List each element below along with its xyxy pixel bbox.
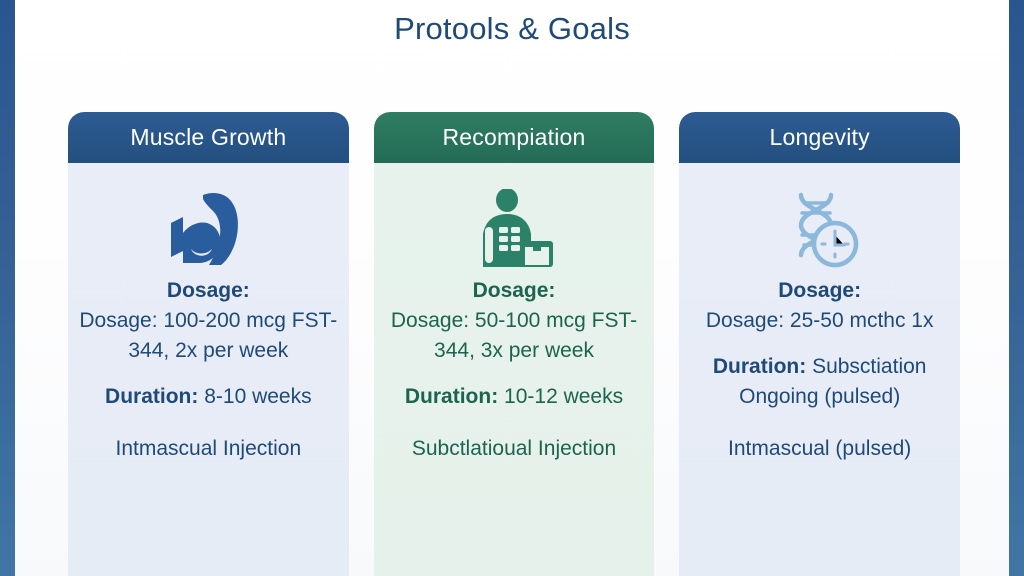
spacer [78, 366, 339, 382]
card-text-longevity: Dosage: Dosage: 25-50 mcthc 1x Duration:… [679, 276, 960, 464]
duration-value: Subsctiation Ongoing (pulsed) [739, 355, 927, 408]
protocol-card-group: Muscle Growth Dosage: Dosage: 100-200 mc… [68, 112, 961, 576]
route-text: Intmascual Injection [115, 437, 302, 460]
duration-label: Duration: [404, 385, 499, 408]
dosage-heading: Dosage: [166, 279, 250, 302]
duration-label: Duration: [105, 385, 199, 408]
dosage-heading: Dosage: [778, 279, 862, 302]
spacer [78, 412, 339, 434]
card-header-muscle-growth: Muscle Growth [68, 112, 349, 163]
dna-clock-icon [777, 181, 863, 276]
torso-abs-briefcase-icon [471, 181, 557, 276]
protocol-card-muscle-growth[interactable]: Muscle Growth Dosage: Dosage: 100-200 mc… [68, 112, 349, 576]
card-header-recompiation: Recompiation [373, 112, 655, 163]
duration-label: Duration: [712, 355, 807, 378]
dosage-heading: Dosage: [472, 279, 556, 302]
duration-line: Duration: 8-10 weeks [78, 382, 339, 412]
spacer [384, 412, 645, 434]
flexed-biceps-icon [165, 181, 251, 276]
route-text: Intmascual (pulsed) [728, 437, 912, 460]
dosage-text: Dosage: 50-100 mcg FST-344, 3x per week [390, 309, 638, 362]
duration-line: Duration: Subsctiation Ongoing (pulsed) [689, 352, 950, 412]
route-text: Subctlatioual Injection [411, 437, 617, 460]
protocol-card-longevity[interactable]: Longevity [679, 112, 961, 576]
duration-line: Duration: 10-12 weeks [384, 382, 645, 412]
left-accent-bar [0, 0, 15, 576]
right-accent-bar [1009, 0, 1024, 576]
dosage-text: Dosage: 100-200 mcg FST-344, 2x per week [79, 309, 338, 362]
card-header-longevity: Longevity [679, 112, 961, 163]
card-text-muscle-growth: Dosage: Dosage: 100-200 mcg FST-344, 2x … [68, 276, 349, 464]
card-body-longevity: Dosage: Dosage: 25-50 mcthc 1x Duration:… [679, 163, 961, 576]
card-body-recompiation: Dosage: Dosage: 50-100 mcg FST-344, 3x p… [373, 163, 655, 576]
duration-value: 8-10 weeks [204, 385, 312, 408]
spacer [689, 412, 950, 434]
dosage-text: Dosage: 25-50 mcthc 1x [705, 309, 934, 332]
protocol-card-recompiation[interactable]: Recompiation [373, 112, 655, 576]
spacer [689, 336, 950, 352]
spacer [384, 366, 645, 382]
card-text-recompiation: Dosage: Dosage: 50-100 mcg FST-344, 3x p… [374, 276, 655, 464]
page-title: Protools & Goals [394, 11, 630, 46]
card-body-muscle-growth: Dosage: Dosage: 100-200 mcg FST-344, 2x … [68, 163, 349, 576]
duration-value: 10-12 weeks [504, 385, 624, 408]
